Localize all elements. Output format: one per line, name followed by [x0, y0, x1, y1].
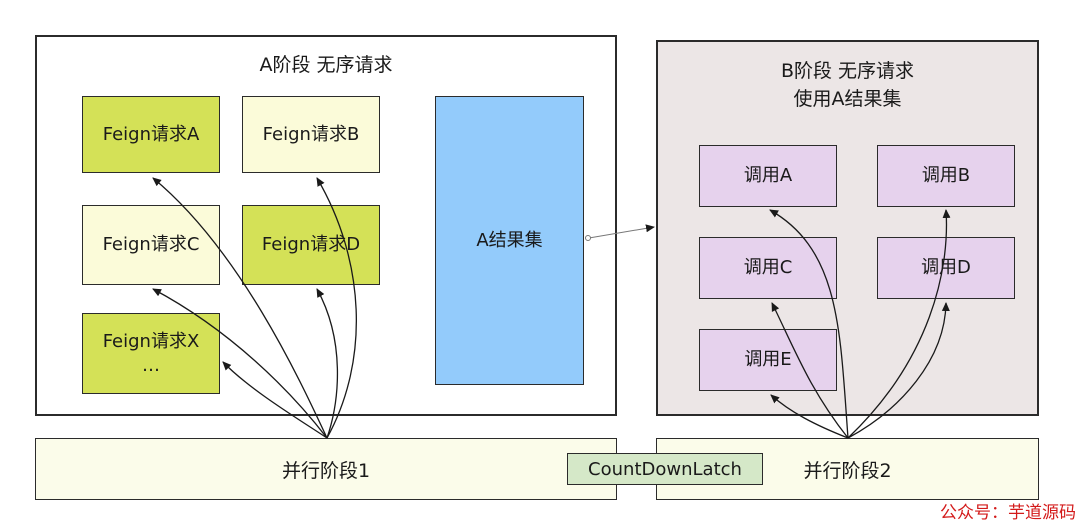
call-b: 调用B — [877, 145, 1015, 207]
phase-a-title: A阶段 无序请求 — [259, 54, 393, 76]
parallel-stage-1-label: 并行阶段1 — [281, 459, 371, 482]
feign-request-c: Feign请求C — [82, 205, 220, 285]
call-d: 调用D — [877, 237, 1015, 299]
feign-request-x: Feign请求X … — [82, 313, 220, 394]
call-a: 调用A — [699, 145, 837, 207]
phase-b-title-line1: B阶段 无序请求 — [780, 60, 915, 82]
phase-b-title-line2: 使用A结果集 — [793, 88, 902, 110]
parallel-stage-2-label: 并行阶段2 — [803, 459, 892, 482]
feign-request-x-ellipsis: … — [142, 354, 160, 376]
call-c: 调用C — [699, 237, 837, 299]
feign-request-b: Feign请求B — [242, 96, 380, 173]
watermark-text: 公众号：芋道源码 — [940, 503, 1076, 523]
feign-request-x-label: Feign请求X — [102, 330, 200, 352]
parallel-stage-1: 并行阶段1 — [35, 438, 617, 500]
countdown-latch: CountDownLatch — [567, 453, 763, 485]
call-e: 调用E — [699, 329, 837, 391]
feign-request-a: Feign请求A — [82, 96, 220, 173]
feign-request-d: Feign请求D — [242, 205, 380, 285]
result-set-a: A结果集 — [435, 96, 584, 385]
